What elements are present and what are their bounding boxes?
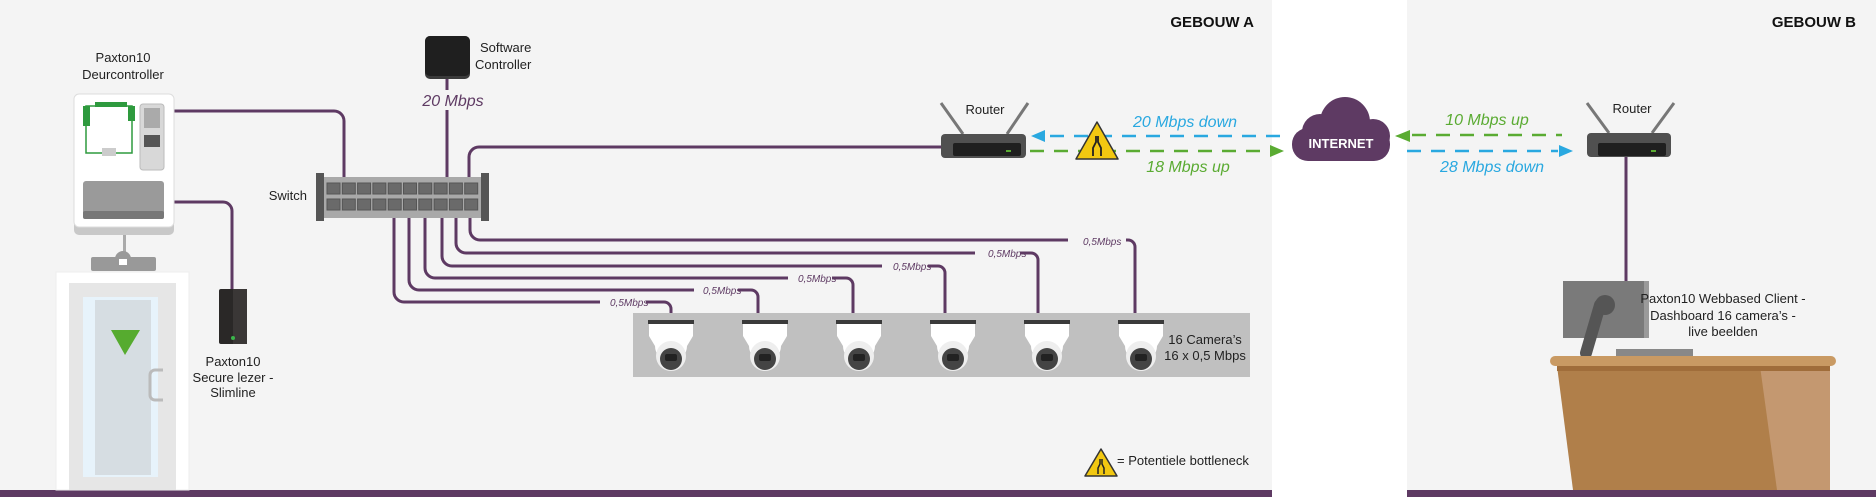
arrow-left-icon — [1031, 130, 1045, 142]
router-a-label: Router — [965, 102, 1005, 117]
camera-icon — [742, 320, 788, 371]
switch-port — [326, 198, 341, 211]
camera-bandwidth-label: 0,5Mbps — [1083, 237, 1121, 248]
building-a-floor — [0, 490, 1272, 497]
switch-port — [387, 182, 402, 195]
switch-port — [372, 182, 387, 195]
wire-drop-5 — [1020, 251, 1040, 320]
svg-text:Paxton10 Webbased Client -: Paxton10 Webbased Client - — [1640, 291, 1805, 306]
building-b-floor — [1407, 490, 1876, 497]
secure-reader: Paxton10 Secure lezer - Slimline — [193, 289, 274, 400]
svg-text:Dashboard 16 camera’s -: Dashboard 16 camera’s - — [1650, 308, 1796, 323]
arrow-right-icon — [1559, 145, 1573, 157]
internet-label: INTERNET — [1309, 136, 1374, 151]
door-controller-label: Paxton10 — [96, 50, 151, 65]
wire-camera-2 — [407, 218, 694, 292]
switch-port — [433, 198, 448, 211]
switch-port — [357, 182, 372, 195]
software-controller-bandwidth: 20 Mbps — [421, 93, 483, 110]
arrow-left-icon — [1395, 130, 1410, 142]
wire-drop-4 — [928, 264, 947, 320]
switch-port — [341, 182, 356, 195]
wire-camera-4 — [440, 218, 882, 268]
camera-bandwidth-label: 0,5Mbps — [893, 262, 931, 273]
camera-bandwidth-label: 0,5Mbps — [988, 249, 1026, 260]
switch-port — [357, 198, 372, 211]
switch-port — [341, 198, 356, 211]
wire-switch-router — [467, 145, 945, 177]
switch-port — [418, 198, 433, 211]
cameras-label: 16 x 0,5 Mbps — [1164, 348, 1246, 363]
camera-bandwidth-label: 0,5Mbps — [798, 274, 836, 285]
switch-port — [464, 182, 479, 195]
switch-port — [448, 182, 463, 195]
camera-icon — [930, 320, 976, 371]
wire-drop-2 — [738, 288, 760, 320]
legend: = Potentiele bottleneck — [1084, 448, 1249, 477]
switch-port — [448, 198, 463, 211]
building-a-label: GEBOUW A — [1170, 14, 1254, 31]
svg-text:Controller: Controller — [475, 57, 532, 72]
wire-drop-3 — [832, 276, 855, 320]
switch-port — [418, 182, 433, 195]
router-b: Router — [1585, 101, 1676, 157]
wire-controller-switch — [174, 109, 346, 177]
arrow-right-icon — [1270, 145, 1284, 157]
building-a-area — [0, 0, 1272, 497]
wire-drop-1 — [646, 300, 673, 320]
switch-port — [387, 198, 402, 211]
camera-bandwidth-label: 0,5Mbps — [610, 298, 648, 309]
cameras-label: 16 Camera’s — [1168, 332, 1242, 347]
svg-text:Software: Software — [480, 40, 531, 55]
link-a-up-label: 18 Mbps up — [1146, 159, 1230, 176]
software-controller: Software Controller 20 Mbps — [420, 36, 532, 110]
camera-bandwidth-label: 0,5Mbps — [703, 286, 741, 297]
camera-icon — [1118, 320, 1164, 371]
building-b-label: GEBOUW B — [1772, 14, 1856, 31]
camera-icon — [1024, 320, 1070, 371]
link-b-down-label: 28 Mbps down — [1439, 159, 1544, 176]
switch-port — [403, 198, 417, 211]
switch-port — [403, 182, 417, 195]
triangle-icon — [111, 330, 140, 355]
switch-port — [433, 182, 448, 195]
camera-icon — [648, 320, 694, 371]
wire-camera-3 — [423, 218, 788, 280]
bottleneck-warning-icon — [1075, 121, 1119, 160]
door-handle — [148, 368, 163, 402]
wire-controller-reader — [174, 200, 234, 290]
client-workstation: Paxton10 Webbased Client - Dashboard 16 … — [1550, 281, 1836, 490]
legend-bottleneck-label: = Potentiele bottleneck — [1117, 453, 1249, 468]
wire-camera-5 — [454, 218, 975, 255]
router-a: Router — [939, 102, 1030, 158]
router-b-label: Router — [1612, 101, 1652, 116]
wire-camera-6 — [468, 218, 1068, 242]
switch-port — [464, 198, 479, 211]
internet-cloud: INTERNET — [1292, 97, 1390, 161]
link-b-up-label: 10 Mbps up — [1445, 112, 1529, 129]
switch-port — [372, 198, 387, 211]
wire-camera-1 — [392, 218, 600, 304]
switch-port — [326, 182, 341, 195]
door-controller-label: Deurcontroller — [82, 67, 164, 82]
door-controller: Paxton10 Deurcontroller — [73, 50, 175, 235]
svg-text:live beelden: live beelden — [1688, 324, 1757, 339]
camera-icon — [836, 320, 882, 371]
door — [55, 235, 190, 491]
switch-label: Switch — [269, 188, 307, 203]
wire-drop-6 — [1126, 238, 1137, 320]
bottleneck-warning-icon — [1084, 448, 1118, 477]
svg-text:Secure lezer -: Secure lezer - — [193, 370, 274, 385]
link-a-down-label: 20 Mbps down — [1132, 114, 1237, 131]
svg-text:Paxton10: Paxton10 — [206, 354, 261, 369]
lock-icon — [119, 259, 127, 265]
switch: Switch — [269, 173, 489, 221]
svg-text:Slimline: Slimline — [210, 385, 256, 400]
